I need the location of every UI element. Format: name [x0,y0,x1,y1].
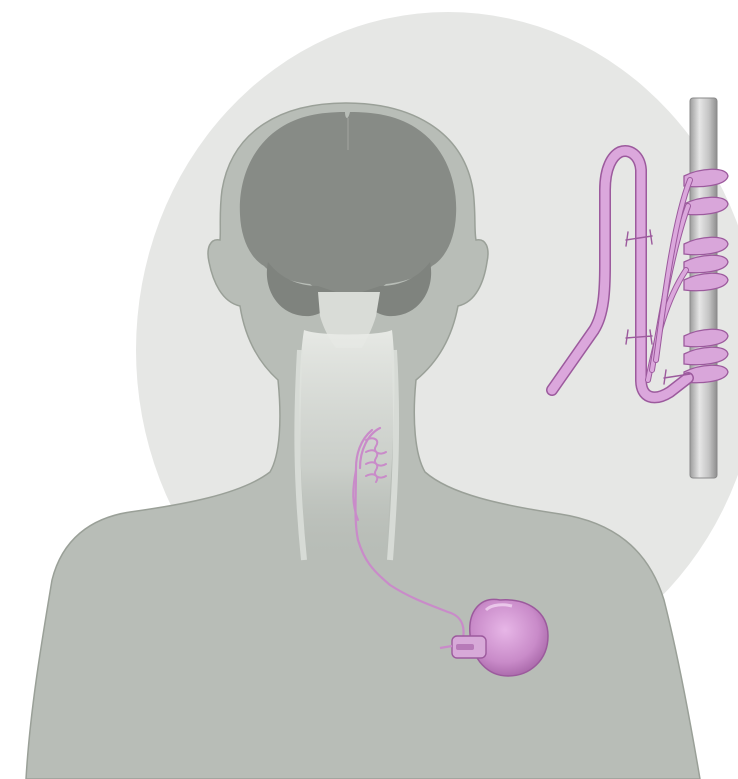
spinal-column [300,330,395,560]
